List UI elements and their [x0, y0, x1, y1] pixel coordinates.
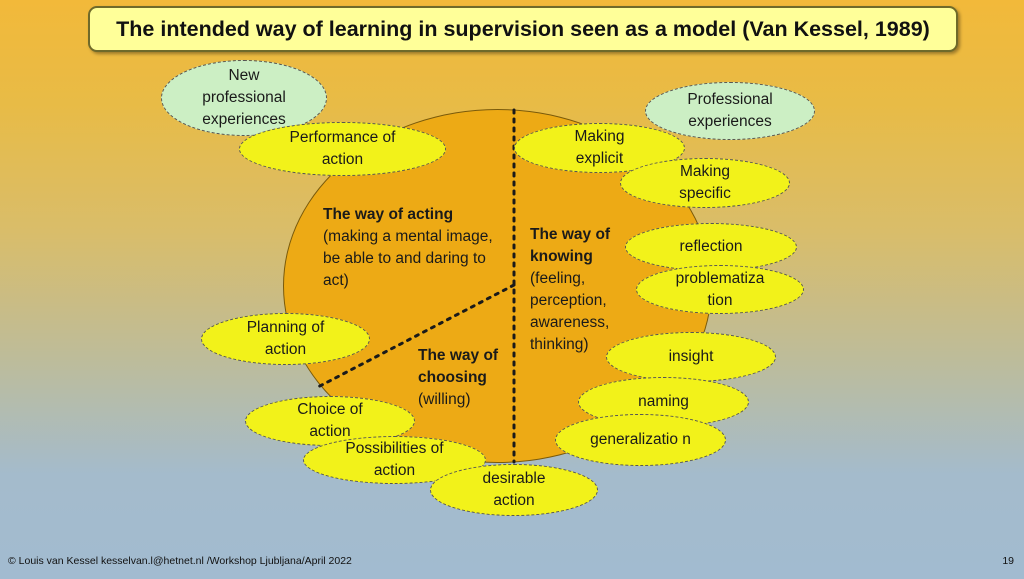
knowing-description: (feeling, perception, awareness, thinkin…: [530, 270, 610, 353]
choosing-heading: The way of choosing: [418, 347, 499, 386]
desirable-action-oval: desirable action: [430, 464, 598, 516]
planning-of-action-oval: Planning of action: [201, 313, 370, 365]
choosing-section: The way of choosing (willing): [418, 345, 518, 411]
acting-description: (making a mental image, be able to and d…: [323, 228, 493, 289]
knowing-heading: The way of knowing: [530, 226, 611, 265]
performance-of-action-oval: Performance of action: [239, 122, 446, 176]
generalization-oval: generalizatio n: [555, 414, 726, 466]
problematization-oval: problematiza tion: [636, 265, 804, 314]
acting-heading: The way of acting: [323, 206, 454, 223]
acting-section: The way of acting (making a mental image…: [323, 204, 503, 292]
page-number: 19: [1002, 555, 1014, 567]
footer-credit: © Louis van Kessel kesselvan.l@hetnet.nl…: [8, 555, 352, 567]
insight-oval: insight: [606, 332, 776, 382]
choice-of-action-oval: Choice of action: [245, 396, 415, 446]
slide-title: The intended way of learning in supervis…: [88, 6, 958, 52]
knowing-section: The way of knowing (feeling, perception,…: [530, 224, 630, 356]
choosing-description: (willing): [418, 391, 471, 408]
reflection-oval: reflection: [625, 223, 797, 271]
new-professional-experiences-oval: New professional experiences: [161, 60, 327, 136]
professional-experiences-oval: Professional experiences: [645, 82, 815, 140]
possibilities-of-action-oval: Possibilities of action: [303, 436, 486, 484]
making-specific-oval: Making specific: [620, 158, 790, 208]
